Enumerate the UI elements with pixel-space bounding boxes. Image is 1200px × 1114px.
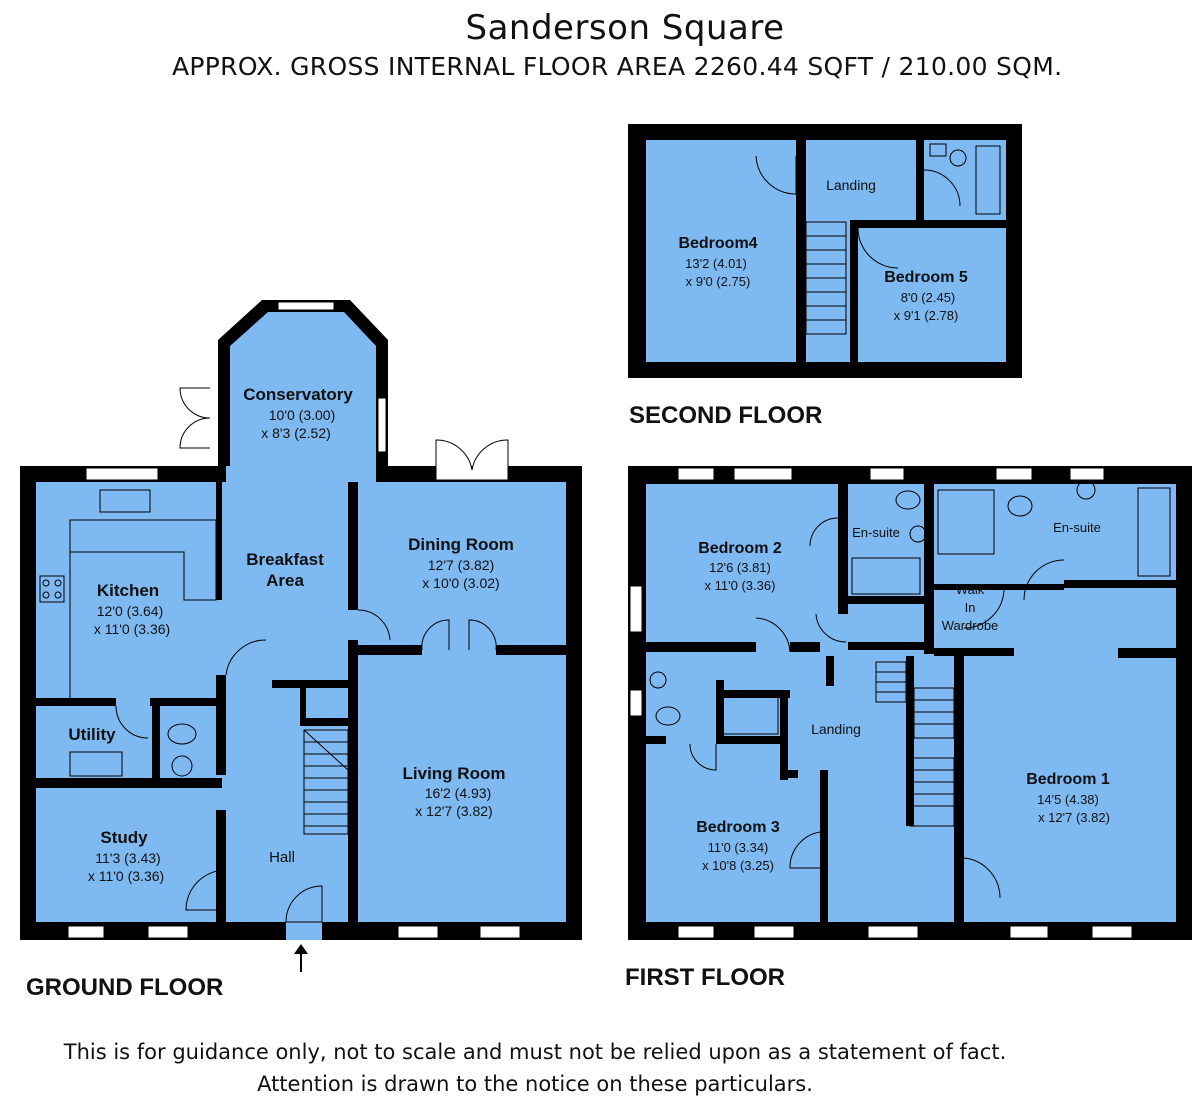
second-floor-plan [628,124,1022,378]
bedroom1-dim1: 14'5 (4.38) [1037,792,1099,807]
ground-floor-label: GROUND FLOOR [26,974,224,1001]
bedroom5-dim1: 8'0 (2.45) [901,290,956,305]
disclaimer-line-1: This is for guidance only, not to scale … [63,1040,1007,1064]
ensuite1-label: En-suite [852,525,900,540]
dining-dim1: 12'7 (3.82) [428,557,495,573]
dining-label: Dining Room [408,535,514,554]
utility-label: Utility [68,725,116,744]
floor-area-subtitle: APPROX. GROSS INTERNAL FLOOR AREA 2260.4… [172,52,1063,81]
breakfast-label-1: Breakfast [246,550,324,569]
living-dim2: x 12'7 (3.82) [415,803,492,819]
bedroom2-dim1: 12'6 (3.81) [709,560,771,575]
kitchen-dim1: 12'0 (3.64) [97,603,164,619]
ground-floor-plan [20,300,582,972]
ground-stairs [303,729,349,835]
bedroom3-dim1: 11'0 (3.34) [708,840,769,855]
breakfast-label-2: Area [266,571,304,590]
bedroom4-dim2: x 9'0 (2.75) [686,274,751,289]
wardrobe-label-2: In [965,600,976,615]
first-floor-plan [628,466,1192,940]
ensuite2-label: En-suite [1053,520,1101,535]
conservatory-label: Conservatory [243,385,353,404]
wardrobe-label-3: Wardrobe [942,618,999,633]
study-label: Study [100,828,148,847]
study-dim2: x 11'0 (3.36) [88,868,164,884]
bedroom3-label: Bedroom 3 [696,819,780,836]
conservatory-dim1: 10'0 (3.00) [269,407,336,423]
bedroom2-dim2: x 11'0 (3.36) [705,578,776,593]
kitchen-label: Kitchen [97,581,159,600]
conservatory-dim2: x 8'3 (2.52) [261,425,331,441]
kitchen-dim2: x 11'0 (3.36) [94,621,170,637]
bedroom5-dim2: x 9'1 (2.78) [894,308,959,323]
landing1-label: Landing [811,721,861,737]
first-floor-label: FIRST FLOOR [625,964,785,991]
plan-title: Sanderson Square [465,8,785,48]
bedroom4-label: Bedroom4 [678,235,757,252]
dining-dim2: x 10'0 (3.02) [422,575,499,591]
study-dim1: 11'3 (3.43) [95,850,160,866]
entrance-arrow-icon [294,944,308,972]
living-label: Living Room [403,764,506,783]
bedroom5-label: Bedroom 5 [884,269,968,286]
bedroom4-dim1: 13'2 (4.01) [685,256,747,271]
second-floor-label: SECOND FLOOR [629,402,823,429]
hall-label: Hall [269,849,295,866]
bedroom3-dim2: x 10'8 (3.25) [702,858,774,873]
bedroom1-label: Bedroom 1 [1026,771,1110,788]
wardrobe-label-1: Walk [956,582,985,597]
bedroom2-label: Bedroom 2 [698,540,782,557]
room-labels: Conservatory 10'0 (3.00) x 8'3 (2.52) Ki… [68,177,1110,884]
living-dim1: 16'2 (4.93) [425,785,492,801]
landing2-label: Landing [826,177,876,193]
bedroom1-dim2: x 12'7 (3.82) [1038,810,1110,825]
disclaimer-line-2: Attention is drawn to the notice on thes… [257,1072,813,1096]
